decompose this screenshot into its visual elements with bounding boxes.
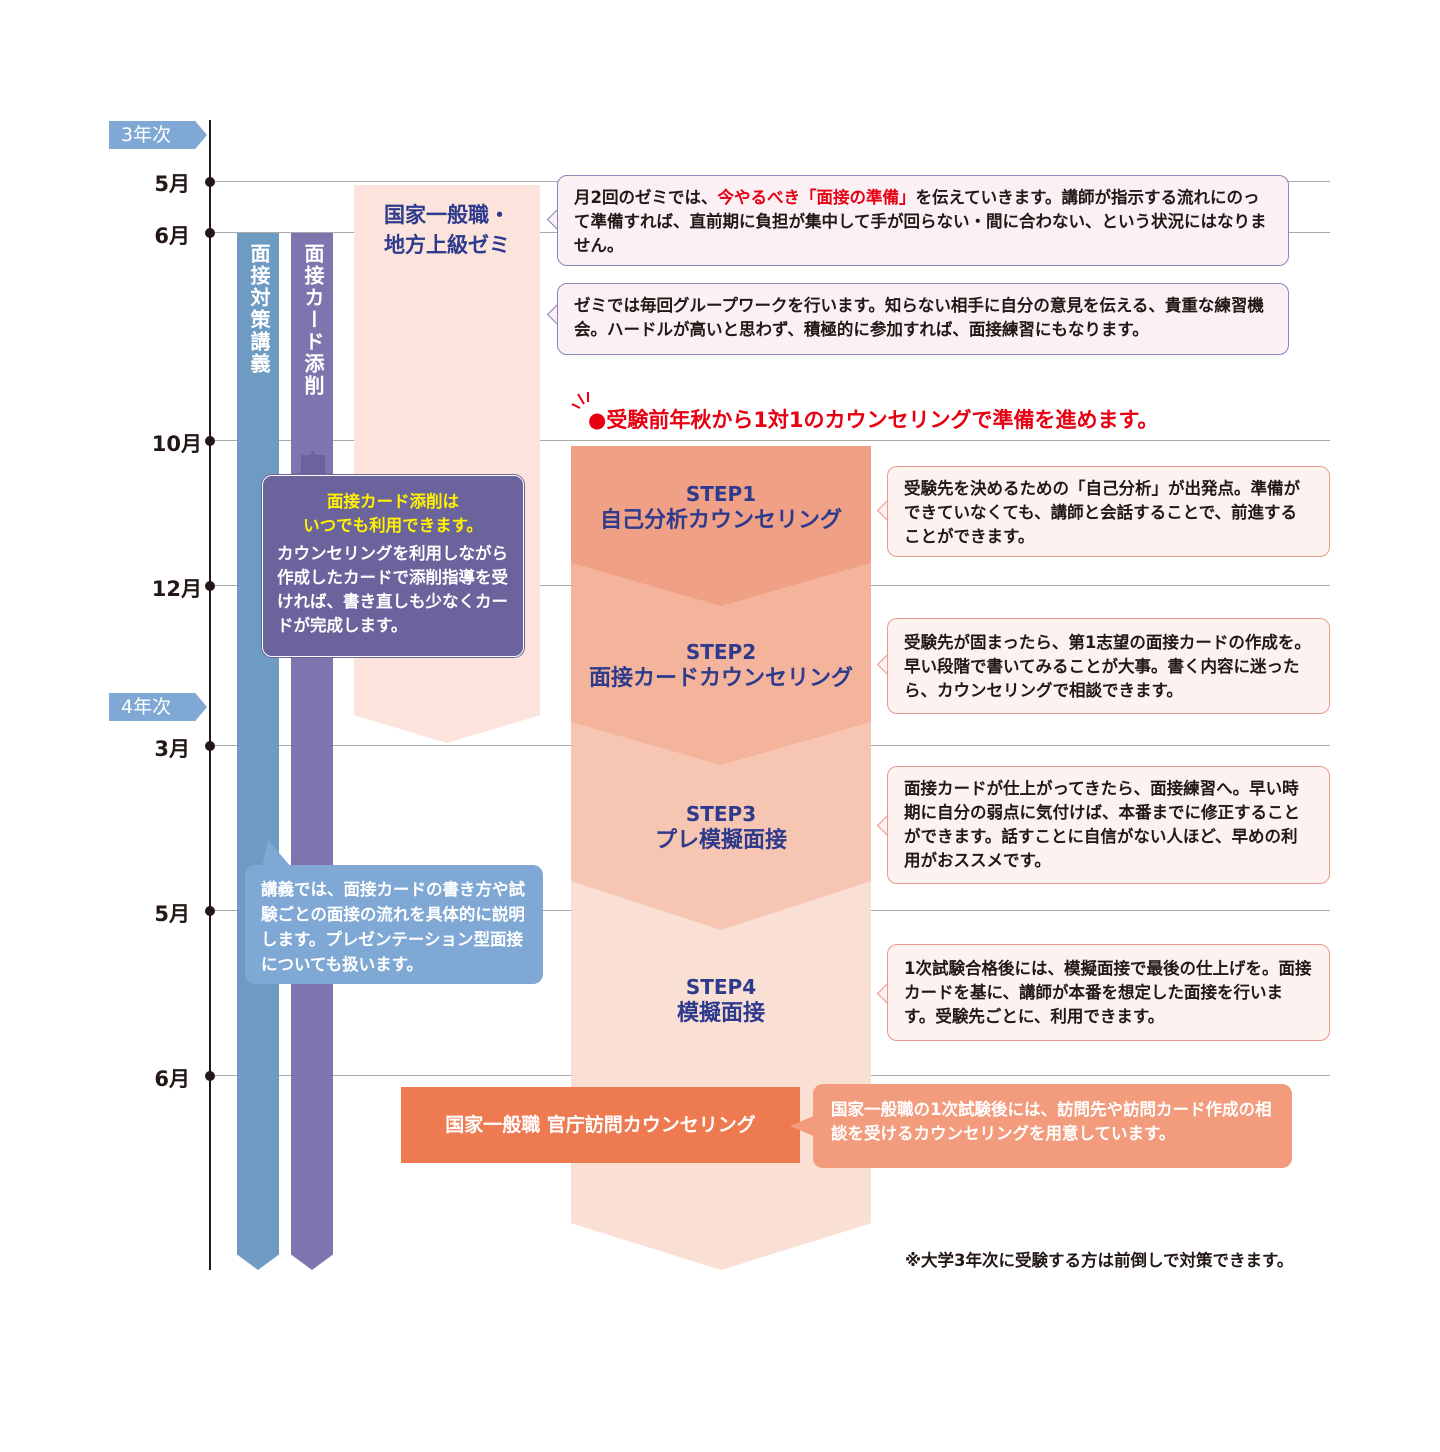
month-dot	[205, 741, 215, 751]
step1-name: 自己分析カウンセリング	[599, 508, 842, 533]
step4-note: 1次試験合格後には、模擬面接で最後の仕上げを。面接カードを基に、講師が本番を想定…	[887, 944, 1330, 1041]
step1-note: 受験先を決めるための「自己分析」が出発点。準備ができていなくても、講師と会話する…	[887, 466, 1330, 557]
card-bubble-body: カウンセリングを利用しながら作成したカードで添削指導を受ければ、書き直しも少なく…	[277, 544, 508, 635]
seminar-title-line2: 地方上級ゼミ	[384, 233, 510, 257]
headline: ●受験前年秋から1対1のカウンセリングで準備を進めます。	[588, 408, 1159, 432]
year-tag-3: 3年次	[109, 121, 207, 149]
step2-note: 受験先が固まったら、第1志望の面接カードの作成を。早い段階で書いてみることが大事…	[887, 618, 1330, 714]
month-dot	[205, 177, 215, 187]
card-bubble: 面接カード添削は いつでも利用できます。 カウンセリングを利用しながら作成したカ…	[262, 475, 524, 657]
step3-name: プレ模擬面接	[654, 828, 787, 853]
seminar-note-1: 月2回のゼミでは、今やるべき「面接の準備」を伝えていきます。講師が指示する流れに…	[557, 175, 1289, 266]
year-tag-4: 4年次	[109, 693, 207, 721]
month-label: 6月	[154, 224, 190, 248]
gridline-oct	[210, 440, 1330, 441]
step2-label: STEP2	[685, 640, 757, 664]
card-bubble-head2: いつでも利用できます。	[303, 516, 483, 535]
step2-title: STEP2 面接カードカウンセリング	[571, 640, 871, 694]
lecture-bar	[237, 233, 279, 1270]
card-bar	[291, 233, 333, 1270]
seminar-title: 国家一般職・ 地方上級ゼミ	[354, 200, 540, 260]
step3-label: STEP3	[685, 802, 757, 826]
step4-title: STEP4 模擬面接	[571, 975, 871, 1029]
month-label: 10月	[151, 432, 202, 456]
card-bubble-head1: 面接カード添削は	[327, 492, 459, 511]
step4-shape	[571, 880, 871, 1270]
step3-note: 面接カードが仕上がってきたら、面接練習へ。早い時期に自分の弱点に気付けば、本番ま…	[887, 766, 1330, 884]
card-bubble-tail-inner	[301, 455, 325, 477]
step2-name: 面接カードカウンセリング	[588, 666, 853, 691]
footnote: ※大学3年次に受験する方は前倒しで対策できます。	[905, 1251, 1294, 1270]
month-dot	[205, 906, 215, 916]
month-dot	[205, 581, 215, 591]
lecture-bar-label: 面接対策講義	[247, 243, 271, 375]
step4-label: STEP4	[685, 975, 757, 999]
month-label: 12月	[151, 577, 202, 601]
step1-label: STEP1	[685, 482, 757, 506]
seminar-title-line1: 国家一般職・	[384, 203, 510, 227]
visit-banner: 国家一般職 官庁訪問カウンセリング	[401, 1087, 800, 1163]
timeline-axis	[209, 120, 211, 1270]
card-bar-label: 面接カード添削	[301, 243, 325, 397]
step3-title: STEP3 プレ模擬面接	[571, 802, 871, 856]
seminar-note-1-highlight: 今やるべき「面接の準備」	[717, 188, 916, 207]
seminar-column	[354, 185, 540, 743]
month-dot	[205, 228, 215, 238]
step1-title: STEP1 自己分析カウンセリング	[571, 482, 871, 536]
lecture-bubble: 講義では、面接カードの書き方や試験ごとの面接の流れを具体的に説明します。プレゼン…	[245, 865, 543, 984]
seminar-note-1-pre: 月2回のゼミでは、	[574, 188, 718, 207]
visit-note: 国家一般職の1次試験後には、訪問先や訪問カード作成の相談を受けるカウンセリングを…	[813, 1084, 1292, 1168]
month-label: 3月	[154, 737, 190, 761]
month-label: 5月	[154, 902, 190, 926]
seminar-note-1-post: を伝えていきます。講師が指示する流れにのって準備すれば、直前期に負担が集中して手…	[574, 188, 1267, 255]
month-dot	[205, 1071, 215, 1081]
month-label: 6月	[154, 1067, 190, 1091]
step4-name: 模擬面接	[676, 1001, 765, 1026]
month-label: 5月	[154, 172, 190, 196]
seminar-note-2: ゼミでは毎回グループワークを行います。知らない相手に自分の意見を伝える、貴重な練…	[557, 283, 1289, 355]
month-dot	[205, 436, 215, 446]
spark-icon	[570, 390, 594, 414]
